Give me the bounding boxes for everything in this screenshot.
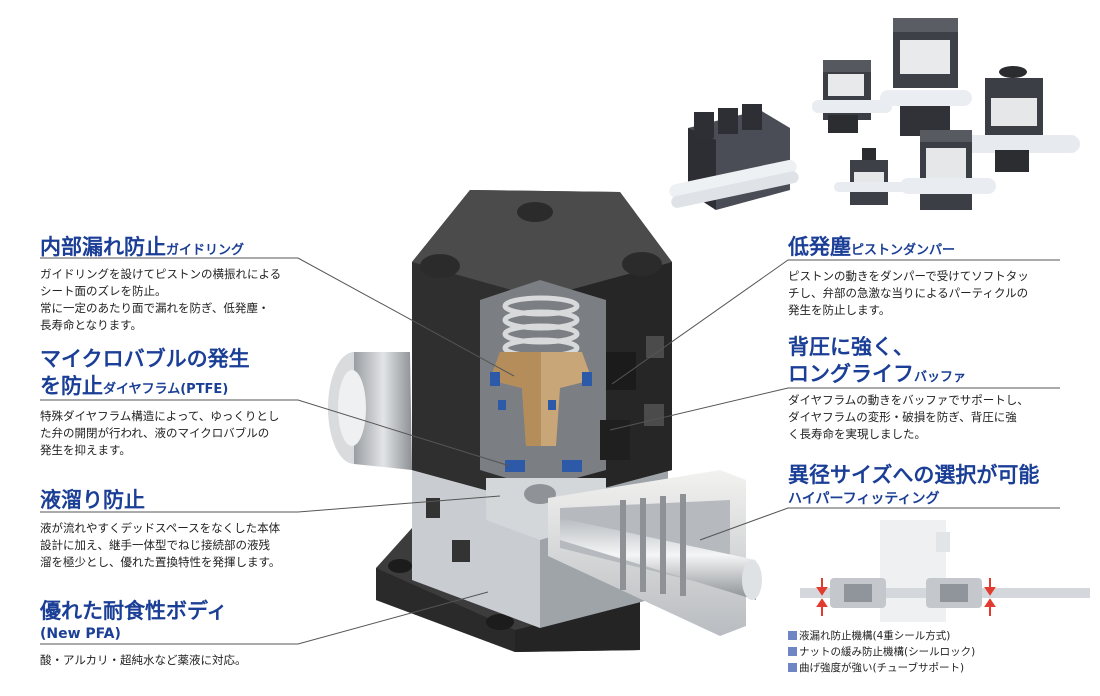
feature-title: 内部漏れ防止ガイドリング bbox=[40, 235, 245, 259]
product-valve-5 bbox=[834, 148, 906, 205]
callout-leader-lines bbox=[40, 257, 1060, 645]
list-item: ナットの緩み防止機構(シールロック) bbox=[788, 644, 975, 660]
feature-title: 背圧に強く、 bbox=[788, 335, 914, 359]
bullet-square-icon bbox=[788, 631, 797, 640]
feature-title: マイクロバブルの発生 bbox=[40, 347, 250, 371]
feature-title-line2: を防止ダイヤフラム(PTFE) bbox=[40, 374, 229, 398]
list-item: 曲げ強度が強い(チューブサポート) bbox=[788, 660, 975, 676]
feature-title: 液溜り防止 bbox=[40, 488, 145, 512]
feature-description: 酸・アルカリ・超純水など薬液に対応。 bbox=[40, 653, 247, 667]
feature-subtitle: (New PFA) bbox=[40, 626, 121, 642]
product-valve-triple bbox=[669, 104, 799, 210]
bullet-square-icon bbox=[788, 647, 797, 656]
feature-title-line2: ロングライフバッファ bbox=[788, 362, 967, 386]
fitting-detail-illustration bbox=[800, 520, 1090, 622]
product-valve-3 bbox=[880, 18, 972, 136]
feature-description: ダイヤフラムの動きをバッファでサポートし、 ダイヤフラムの変形・破損を防ぎ、背圧… bbox=[788, 393, 1029, 441]
feature-title: 優れた耐食性ボディ bbox=[40, 599, 228, 623]
product-photo-group bbox=[669, 18, 1080, 210]
list-item: 液漏れ防止機構(4重シール方式) bbox=[788, 628, 975, 644]
product-valve-4 bbox=[960, 66, 1080, 172]
feature-title: 低発塵ピストンダンパー bbox=[788, 235, 956, 259]
product-valve-2 bbox=[812, 60, 892, 133]
feature-description: ピストンの動きをダンパーで受けてソフトタッ チし、弁部の急激な当りによるパーティ… bbox=[788, 269, 1029, 317]
feature-description: 特殊ダイヤフラム構造によって、ゆっくりとし た弁の開閉が行われ、液のマイクロバブ… bbox=[40, 409, 280, 457]
valve-cutaway-illustration bbox=[328, 190, 762, 652]
feature-description: 液が流れやすくデッドスペースをなくした本体 設計に加え、継手一体型でねじ接続部の… bbox=[40, 521, 281, 569]
feature-subtitle: ハイパーフィッティング bbox=[788, 491, 940, 507]
product-valve-6 bbox=[900, 130, 996, 210]
feature-title: 異径サイズへの選択が可能 bbox=[788, 463, 1040, 487]
feature-bullet-list: 液漏れ防止機構(4重シール方式) ナットの緩み防止機構(シールロック) 曲げ強度… bbox=[788, 628, 975, 676]
bullet-square-icon bbox=[788, 663, 797, 672]
feature-description: ガイドリングを設けてピストンの横振れによる シート面のズレを防止。 常に一定のあ… bbox=[40, 267, 282, 332]
